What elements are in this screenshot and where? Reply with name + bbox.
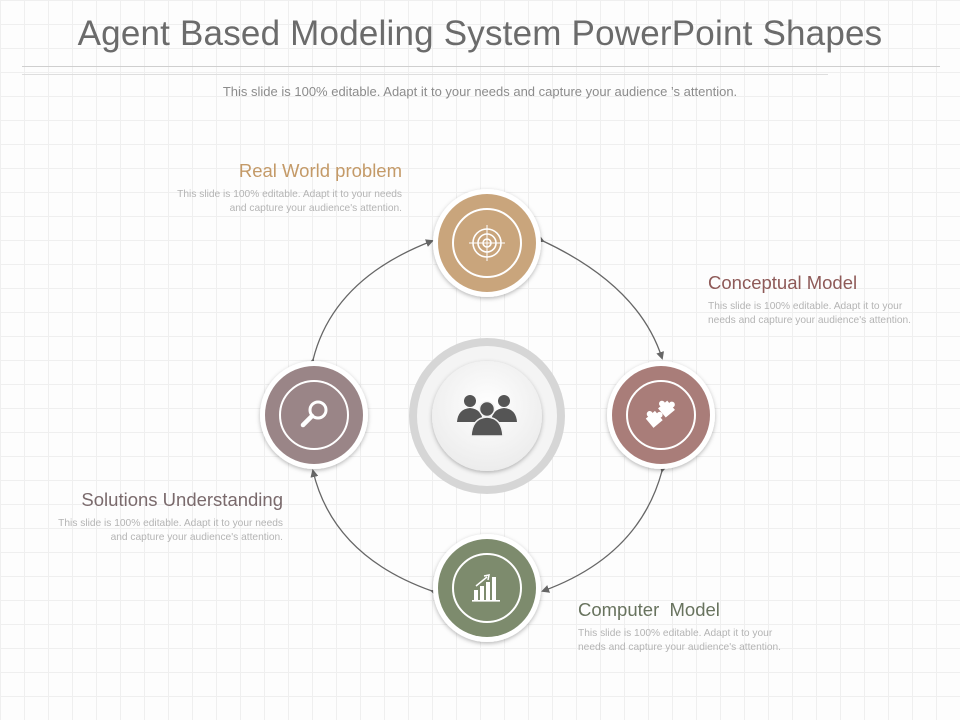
puzzle-icon [645, 400, 675, 428]
label-real-world-problem: Real World problem This slide is 100% ed… [162, 160, 402, 215]
heading-solutions-understanding: Solutions Understanding [81, 489, 283, 510]
magnifier-icon [300, 400, 328, 428]
text-real-world-problem: This slide is 100% editable. Adapt it to… [177, 189, 402, 214]
node-computer-model [433, 534, 541, 642]
arrow-bottom-left [310, 469, 439, 597]
node-real-world-problem [433, 189, 541, 297]
text-solutions-understanding: This slide is 100% editable. Adapt it to… [58, 518, 283, 543]
text-conceptual-model: This slide is 100% editable. Adapt it to… [708, 301, 912, 326]
title-divider [22, 66, 940, 67]
arrow-top-right [535, 234, 664, 360]
node-solutions-understanding [260, 361, 368, 469]
label-computer-model: Computer Model This slide is 100% editab… [578, 599, 800, 654]
heading-conceptual-model: Conceptual Model [708, 272, 858, 293]
team-icon [457, 395, 517, 437]
arrow-top-left [307, 239, 434, 367]
arrow-bottom-right [541, 464, 668, 593]
center-hub [409, 338, 565, 494]
title-divider-inner [22, 74, 828, 75]
cycle-arrows [307, 234, 668, 597]
label-conceptual-model: Conceptual Model This slide is 100% edit… [708, 272, 920, 327]
heading-computer-model: Computer Model [578, 599, 720, 620]
heading-real-world-problem: Real World problem [238, 160, 402, 181]
page-title: Agent Based Modeling System PowerPoint S… [77, 14, 883, 53]
target-icon [469, 225, 505, 261]
label-solutions-understanding: Solutions Understanding This slide is 10… [42, 489, 283, 544]
node-conceptual-model [607, 361, 715, 469]
bar-chart-icon [472, 574, 500, 602]
text-computer-model: This slide is 100% editable. Adapt it to… [578, 628, 782, 653]
page-subtitle: This slide is 100% editable. Adapt it to… [222, 84, 738, 99]
